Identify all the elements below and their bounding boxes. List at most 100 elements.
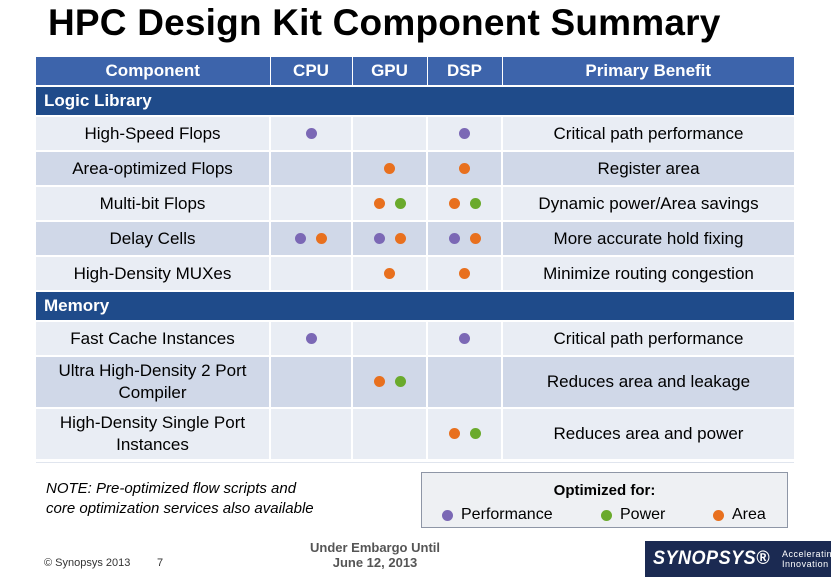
cpu-cell — [269, 355, 352, 408]
legend-label-performance: Performance — [461, 506, 553, 523]
cpu-cell — [269, 220, 352, 256]
area-dot-icon — [459, 162, 470, 174]
header-gpu: GPU — [351, 57, 427, 86]
performance-dot-icon — [448, 232, 460, 244]
cpu-markers — [295, 232, 327, 244]
area-dot-icon — [373, 197, 385, 209]
footer-page-number: 7 — [157, 557, 164, 569]
power-dot-icon — [394, 197, 406, 209]
table-header-row: Component CPU GPU DSP Primary Benefit — [36, 57, 794, 86]
legend-item-area: Area — [713, 506, 766, 524]
section-title: Memory — [36, 290, 794, 321]
performance-dot-icon — [305, 127, 317, 139]
area-dot-icon — [459, 267, 470, 279]
cpu-markers — [305, 127, 317, 139]
dsp-markers — [459, 162, 470, 174]
gpu-cell — [351, 115, 427, 151]
gpu-cell — [351, 255, 427, 291]
performance-dot-icon — [295, 232, 306, 244]
gpu-cell — [351, 150, 427, 186]
embargo-line-2: June 12, 2013 — [332, 555, 418, 570]
benefit-cell: Minimize routing congestion — [501, 255, 794, 291]
area-dot-icon — [394, 232, 406, 244]
component-cell: High-Density Single Port Instances — [36, 407, 270, 459]
dsp-markers — [448, 428, 481, 439]
table-row: Ultra High-Density 2 Port Compiler Reduce… — [36, 355, 794, 408]
dsp-cell — [426, 355, 502, 408]
benefit-cell: Reduces area and leakage — [501, 355, 794, 408]
component-cell: Multi-bit Flops — [36, 185, 270, 221]
header-benefit: Primary Benefit — [501, 57, 794, 86]
dsp-cell — [426, 320, 502, 356]
dsp-cell — [426, 255, 502, 291]
cpu-cell — [269, 407, 352, 459]
cpu-cell — [269, 150, 352, 186]
logo-tagline-line-2: Innovation — [782, 559, 829, 569]
area-dot-icon — [316, 232, 327, 244]
performance-dot-icon — [442, 509, 453, 521]
embargo-notice: Under Embargo Until June 12, 2013 — [270, 540, 480, 570]
gpu-cell — [351, 320, 427, 356]
table-row: High-Density MUXes Minimize routing conge… — [36, 255, 794, 291]
note-line-1: NOTE: Pre-optimized flow scripts and — [46, 480, 297, 497]
component-cell: High-Density MUXes — [36, 255, 270, 291]
dsp-markers — [459, 267, 470, 279]
cpu-cell — [269, 115, 352, 151]
gpu-cell — [351, 220, 427, 256]
area-dot-icon — [469, 232, 481, 244]
table-bottom-divider — [36, 462, 794, 463]
footer-copyright: © Synopsys 2013 — [44, 557, 131, 569]
benefit-cell: Reduces area and power — [501, 407, 794, 459]
benefit-cell: Dynamic power/Area savings — [501, 185, 794, 221]
component-summary-table: Component CPU GPU DSP Primary Benefit Lo… — [36, 57, 794, 459]
gpu-cell — [351, 355, 427, 408]
note-line-2: core optimization services also availabl… — [46, 500, 314, 517]
table-row: Delay Cells More accurate hold fixing — [36, 220, 794, 256]
power-dot-icon — [469, 197, 481, 209]
legend: Optimized for: Performance Power Area — [421, 472, 788, 528]
note-text: NOTE: Pre-optimized flow scripts and cor… — [46, 479, 314, 519]
benefit-cell: Critical path performance — [501, 115, 794, 151]
power-dot-icon — [601, 509, 612, 521]
legend-label-power: Power — [620, 506, 666, 523]
synopsys-logo: SYNOPSYS® Accelerating Innovation — [645, 541, 831, 577]
gpu-markers — [384, 162, 395, 174]
header-cpu: CPU — [269, 57, 352, 86]
area-dot-icon — [713, 509, 724, 521]
cpu-cell — [269, 185, 352, 221]
legend-title: Optimized for: — [553, 482, 656, 499]
component-cell: Area-optimized Flops — [36, 150, 270, 186]
component-cell: Ultra High-Density 2 Port Compiler — [36, 355, 270, 408]
component-cell: Delay Cells — [36, 220, 270, 256]
dsp-cell — [426, 407, 502, 459]
gpu-markers — [373, 232, 406, 244]
benefit-cell: Critical path performance — [501, 320, 794, 356]
area-dot-icon — [448, 428, 460, 439]
table-row: Multi-bit Flops Dynamic power/Area saving… — [36, 185, 794, 221]
logo-tagline-line-1: Accelerating — [782, 549, 831, 559]
dsp-markers — [448, 232, 481, 244]
power-dot-icon — [394, 376, 406, 387]
area-dot-icon — [373, 376, 385, 387]
performance-dot-icon — [373, 232, 385, 244]
area-dot-icon — [384, 162, 395, 174]
gpu-cell — [351, 407, 427, 459]
area-dot-icon — [384, 267, 395, 279]
benefit-cell: More accurate hold fixing — [501, 220, 794, 256]
gpu-cell — [351, 185, 427, 221]
section-row: Memory — [36, 290, 794, 321]
dsp-cell — [426, 220, 502, 256]
benefit-cell: Register area — [501, 150, 794, 186]
performance-dot-icon — [459, 332, 470, 344]
section-title: Logic Library — [36, 85, 794, 116]
cpu-cell — [269, 255, 352, 291]
header-component: Component — [36, 57, 270, 86]
table-row: High-Density Single Port Instances Reduce… — [36, 407, 794, 459]
performance-dot-icon — [305, 332, 317, 344]
dsp-markers — [459, 127, 470, 139]
dsp-markers — [459, 332, 470, 344]
dsp-cell — [426, 150, 502, 186]
logo-wordmark: SYNOPSYS® — [653, 548, 770, 569]
section-row: Logic Library — [36, 85, 794, 116]
